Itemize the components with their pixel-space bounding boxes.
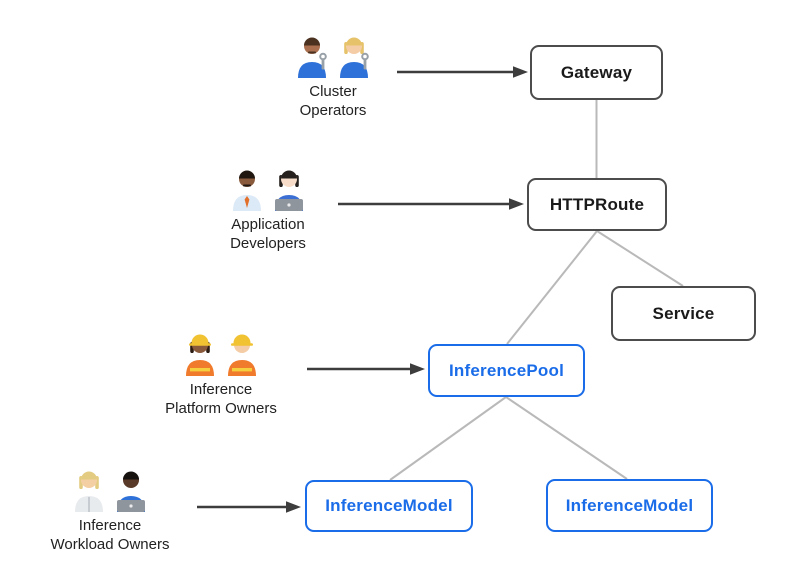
node-httproute: HTTPRoute	[527, 178, 667, 231]
arrowhead-platform-owners	[410, 363, 425, 375]
node-httproute-label: HTTPRoute	[549, 194, 645, 214]
woman-technologist-icon	[275, 170, 303, 211]
node-inferencemodel-left-label: InferenceModel	[325, 496, 453, 515]
woman-construction-worker-icon	[186, 334, 214, 376]
arrowhead-application-developers	[509, 198, 524, 210]
node-inferencemodel-right: InferenceModel	[546, 479, 713, 532]
man-office-worker-icon	[233, 170, 261, 211]
persona-cluster-operators-label-line2: Operators	[299, 102, 367, 119]
scientist-and-man-technologist-icon	[10, 466, 210, 512]
man-mechanic-icon	[298, 37, 327, 78]
node-service: Service	[611, 286, 756, 341]
man-mechanic-and-woman-mechanic-icon	[233, 32, 433, 78]
persona-cluster-operators-label-line1: Cluster	[309, 83, 357, 100]
node-gateway: Gateway	[530, 45, 663, 100]
node-inferencepool: InferencePool	[428, 344, 585, 397]
connector-inferencepool-inferencemodel-right	[505, 396, 628, 480]
arrowhead-workload-owners	[286, 501, 301, 513]
connector-inferencepool-inferencemodel-left	[389, 396, 507, 481]
persona-inference-platform-owners-label-line2: Platform Owners	[165, 400, 277, 417]
node-inferencemodel-left: InferenceModel	[305, 480, 473, 532]
persona-application-developers-label-line2: Developers	[230, 235, 306, 252]
node-gateway-label: Gateway	[560, 62, 633, 82]
man-technologist-icon	[117, 471, 145, 512]
arrowhead-cluster-operators	[513, 66, 528, 78]
persona-inference-platform-owners-label-line1: Inference	[189, 381, 253, 398]
node-inferencepool-label: InferencePool	[448, 360, 565, 380]
node-inferencemodel-right-label: InferenceModel	[565, 495, 694, 515]
man-construction-worker-icon	[228, 334, 256, 376]
connector-httproute-service	[596, 230, 684, 287]
persona-inference-workload-owners: Inference Workload Owners	[10, 466, 210, 554]
persona-inference-workload-owners-label-line1: Inference	[78, 517, 142, 534]
persona-application-developers-label-line1: Application	[231, 216, 305, 233]
node-service-label: Service	[652, 303, 715, 323]
man-office-worker-and-woman-technologist-icon	[168, 165, 368, 211]
woman-and-man-construction-worker-icon	[121, 330, 321, 376]
persona-inference-workload-owners-label-line2: Workload Owners	[50, 536, 170, 553]
persona-cluster-operators: Cluster Operators	[233, 32, 433, 120]
scientist-icon	[75, 471, 103, 512]
persona-inference-platform-owners: Inference Platform Owners	[121, 330, 321, 418]
connector-httproute-inferencepool	[506, 230, 598, 345]
woman-mechanic-icon	[340, 37, 369, 78]
persona-application-developers: Application Developers	[168, 165, 368, 253]
